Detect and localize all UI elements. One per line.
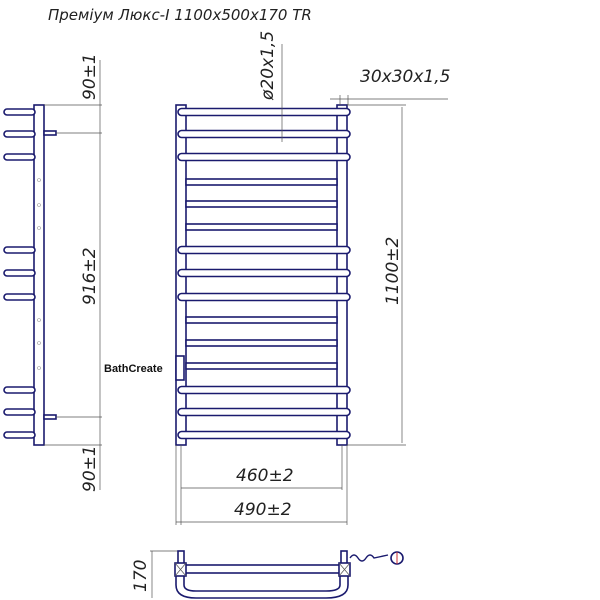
side-crossbar xyxy=(3,153,36,161)
rounded-crossbar xyxy=(177,407,351,417)
side-crossbar xyxy=(3,431,36,439)
rounded-crossbar xyxy=(177,430,351,440)
side-crossbar xyxy=(3,246,36,254)
dim-center-distance: 916±2 xyxy=(80,247,100,305)
side-crossbar xyxy=(3,408,36,416)
top-view: 170 xyxy=(131,550,404,599)
straight-crossbar xyxy=(185,339,338,347)
straight-crossbar xyxy=(185,316,338,324)
straight-crossbar xyxy=(185,200,338,208)
side-crossbar xyxy=(3,108,36,116)
dim-tube-diameter: ø20x1,5 xyxy=(258,31,278,101)
dim-depth: 170 xyxy=(131,560,151,592)
front-view xyxy=(175,104,351,446)
heating-element-connector xyxy=(175,355,185,381)
dim-profile: 30x30x1,5 xyxy=(360,67,450,87)
dim-top-offset: 90±1 xyxy=(80,53,100,100)
side-crossbar xyxy=(3,293,36,301)
rounded-crossbar xyxy=(177,385,351,395)
drawing-title: Преміум Люкс-I 1100x500x170 TR xyxy=(48,6,312,24)
brand-label: BathCreate xyxy=(104,363,163,375)
dim-height: 1100±2 xyxy=(383,237,403,305)
dim-bottom-offset: 90±1 xyxy=(80,445,100,492)
straight-crossbar xyxy=(185,223,338,231)
rounded-crossbar xyxy=(177,268,351,278)
dim-inner-width: 460±2 xyxy=(236,466,294,486)
power-cord xyxy=(349,554,389,562)
side-view xyxy=(3,104,57,446)
side-crossbar xyxy=(3,130,36,138)
side-connector-bottom xyxy=(43,414,57,420)
rounded-crossbar xyxy=(177,245,351,255)
straight-crossbar xyxy=(185,178,338,186)
rounded-crossbar xyxy=(177,292,351,302)
side-crossbar xyxy=(3,386,36,394)
rounded-crossbar xyxy=(177,152,351,162)
dim-outer-width: 490±2 xyxy=(234,500,292,520)
side-crossbar xyxy=(3,269,36,277)
rounded-crossbar xyxy=(177,129,351,139)
side-connector-top xyxy=(43,130,57,136)
straight-crossbar xyxy=(185,362,338,370)
rounded-crossbar xyxy=(177,107,351,117)
